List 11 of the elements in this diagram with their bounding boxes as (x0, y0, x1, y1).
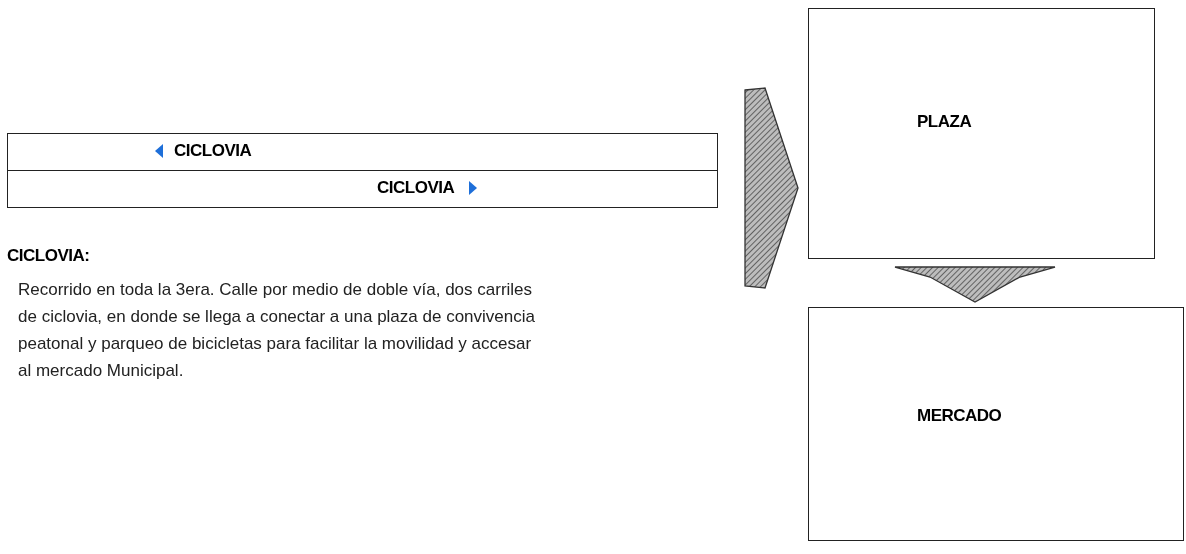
area-box (808, 307, 1184, 541)
area-box (808, 8, 1155, 259)
road-box (7, 133, 718, 208)
description-paragraph: Recorrido en toda la 3era. Calle por medio de doble vía, dos carriles de ciclovia, en donde se llega a conectar a una plaza de convivencia peatonal y parqueo de bicicletas para facilitar la movilidad y accesar al mercado Municipal. (18, 279, 536, 382)
section-heading: CICLOVIA: (7, 246, 91, 266)
block-arrow (744, 87, 799, 289)
node-label: MERCADO (917, 406, 1002, 426)
node-label: PLAZA (917, 112, 972, 132)
node-label: CICLOVIA (174, 141, 252, 161)
block-arrow (894, 266, 1056, 303)
node-label: CICLOVIA (377, 178, 455, 198)
